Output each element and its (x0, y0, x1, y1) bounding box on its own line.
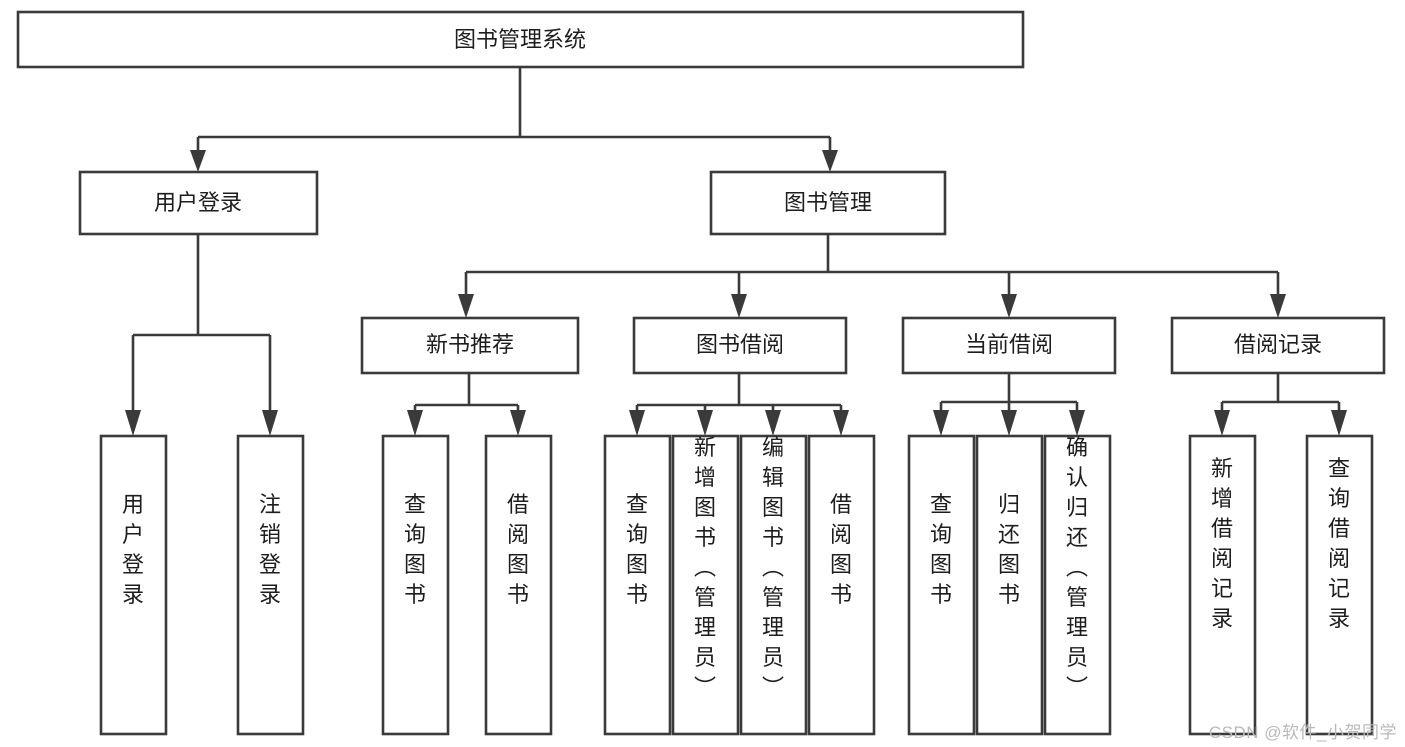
arrow-new-book-leaf-2 (510, 410, 526, 436)
leaf-borrow-record-add-label: 新增借阅记录 (1211, 456, 1233, 631)
node-user-login[interactable]: 用户登录 (78, 170, 319, 236)
leaf-book-borrow-edit[interactable]: 编辑图书︵管理员︶ (739, 434, 808, 736)
leaf-book-borrow-add-label: 新增图书︵管理员︶ (694, 435, 716, 700)
leaf-current-borrow-return-label: 归还图书 (998, 492, 1020, 607)
leaf-user-login-logout-label: 注销登录 (259, 492, 281, 607)
node-new-book-recommend-label: 新书推荐 (426, 332, 514, 357)
node-current-borrow-label: 当前借阅 (965, 332, 1053, 357)
leaf-current-borrow-confirm[interactable]: 确认归还︵管理员︶ (1043, 434, 1112, 736)
leaf-new-book-borrow[interactable]: 借阅图书 (484, 434, 553, 736)
leaf-new-book-borrow-label: 借阅图书 (507, 492, 529, 607)
leaf-new-book-query[interactable]: 查询图书 (381, 434, 450, 736)
arrow-book-borrow-leaf-1 (629, 410, 645, 436)
leaf-book-borrow-edit-label: 编辑图书︵管理员︶ (762, 435, 784, 700)
arrow-book-borrow-leaf-2 (697, 410, 713, 436)
arrow-book-borrow-leaf-4 (833, 410, 849, 436)
node-book-borrow[interactable]: 图书借阅 (632, 316, 848, 375)
node-borrow-record[interactable]: 借阅记录 (1170, 316, 1386, 375)
arrow-book-manage-to-borrow-record (1270, 294, 1286, 318)
arrow-book-manage-to-current-borrow (1001, 294, 1017, 318)
node-root-system[interactable]: 图书管理系统 (16, 10, 1025, 69)
arrow-user-login-leaf-2 (262, 410, 278, 436)
leaf-book-borrow-query[interactable]: 查询图书 (603, 434, 672, 736)
arrow-current-borrow-leaf-3 (1069, 410, 1085, 436)
leaf-current-borrow-return[interactable]: 归还图书 (975, 434, 1044, 736)
leaf-borrow-record-add[interactable]: 新增借阅记录 (1188, 434, 1257, 736)
node-root-system-label: 图书管理系统 (454, 27, 586, 52)
leaf-book-borrow-borrow[interactable]: 借阅图书 (807, 434, 876, 736)
arrow-book-borrow-leaf-3 (765, 410, 781, 436)
arrow-new-book-leaf-1 (407, 410, 423, 436)
arrow-user-login-leaf-1 (125, 410, 141, 436)
leaf-book-borrow-query-label: 查询图书 (626, 492, 648, 607)
leaf-current-borrow-query-label: 查询图书 (930, 492, 952, 607)
leaf-user-login-login[interactable]: 用户登录 (99, 434, 168, 736)
leaf-borrow-record-query[interactable]: 查询借阅记录 (1305, 434, 1374, 736)
leaf-borrow-record-query-label: 查询借阅记录 (1328, 456, 1350, 631)
leaf-new-book-query-label: 查询图书 (404, 492, 426, 607)
node-new-book-recommend[interactable]: 新书推荐 (360, 316, 580, 375)
arrow-borrow-record-leaf-2 (1331, 410, 1347, 436)
arrow-book-manage-to-book-borrow (731, 294, 747, 318)
leaf-user-login-login-label: 用户登录 (122, 492, 144, 607)
connector-layer (125, 67, 1347, 436)
node-book-manage[interactable]: 图书管理 (709, 170, 947, 236)
leaf-book-borrow-add[interactable]: 新增图书︵管理员︶ (671, 434, 740, 736)
node-book-borrow-label: 图书借阅 (696, 332, 784, 357)
arrow-root-to-user-login (190, 150, 206, 172)
arrow-borrow-record-leaf-1 (1214, 410, 1230, 436)
node-user-login-label: 用户登录 (154, 190, 242, 215)
leaf-current-borrow-confirm-label: 确认归还︵管理员︶ (1066, 435, 1088, 700)
arrow-root-to-book-manage (822, 150, 838, 172)
leaf-user-login-logout[interactable]: 注销登录 (236, 434, 305, 736)
leaf-book-borrow-borrow-label: 借阅图书 (830, 492, 852, 607)
node-book-manage-label: 图书管理 (784, 190, 872, 215)
arrow-book-manage-to-new-book (458, 294, 474, 318)
node-borrow-record-label: 借阅记录 (1234, 332, 1322, 357)
leaf-layer: 用户登录 注销登录 查询图书 借阅图书 查询图书 新增图书︵管理员︶ 编辑图书︵… (99, 434, 1374, 736)
arrow-current-borrow-leaf-1 (933, 410, 949, 436)
leaf-current-borrow-query[interactable]: 查询图书 (907, 434, 976, 736)
arrow-current-borrow-leaf-2 (1001, 410, 1017, 436)
node-current-borrow[interactable]: 当前借阅 (901, 316, 1117, 375)
